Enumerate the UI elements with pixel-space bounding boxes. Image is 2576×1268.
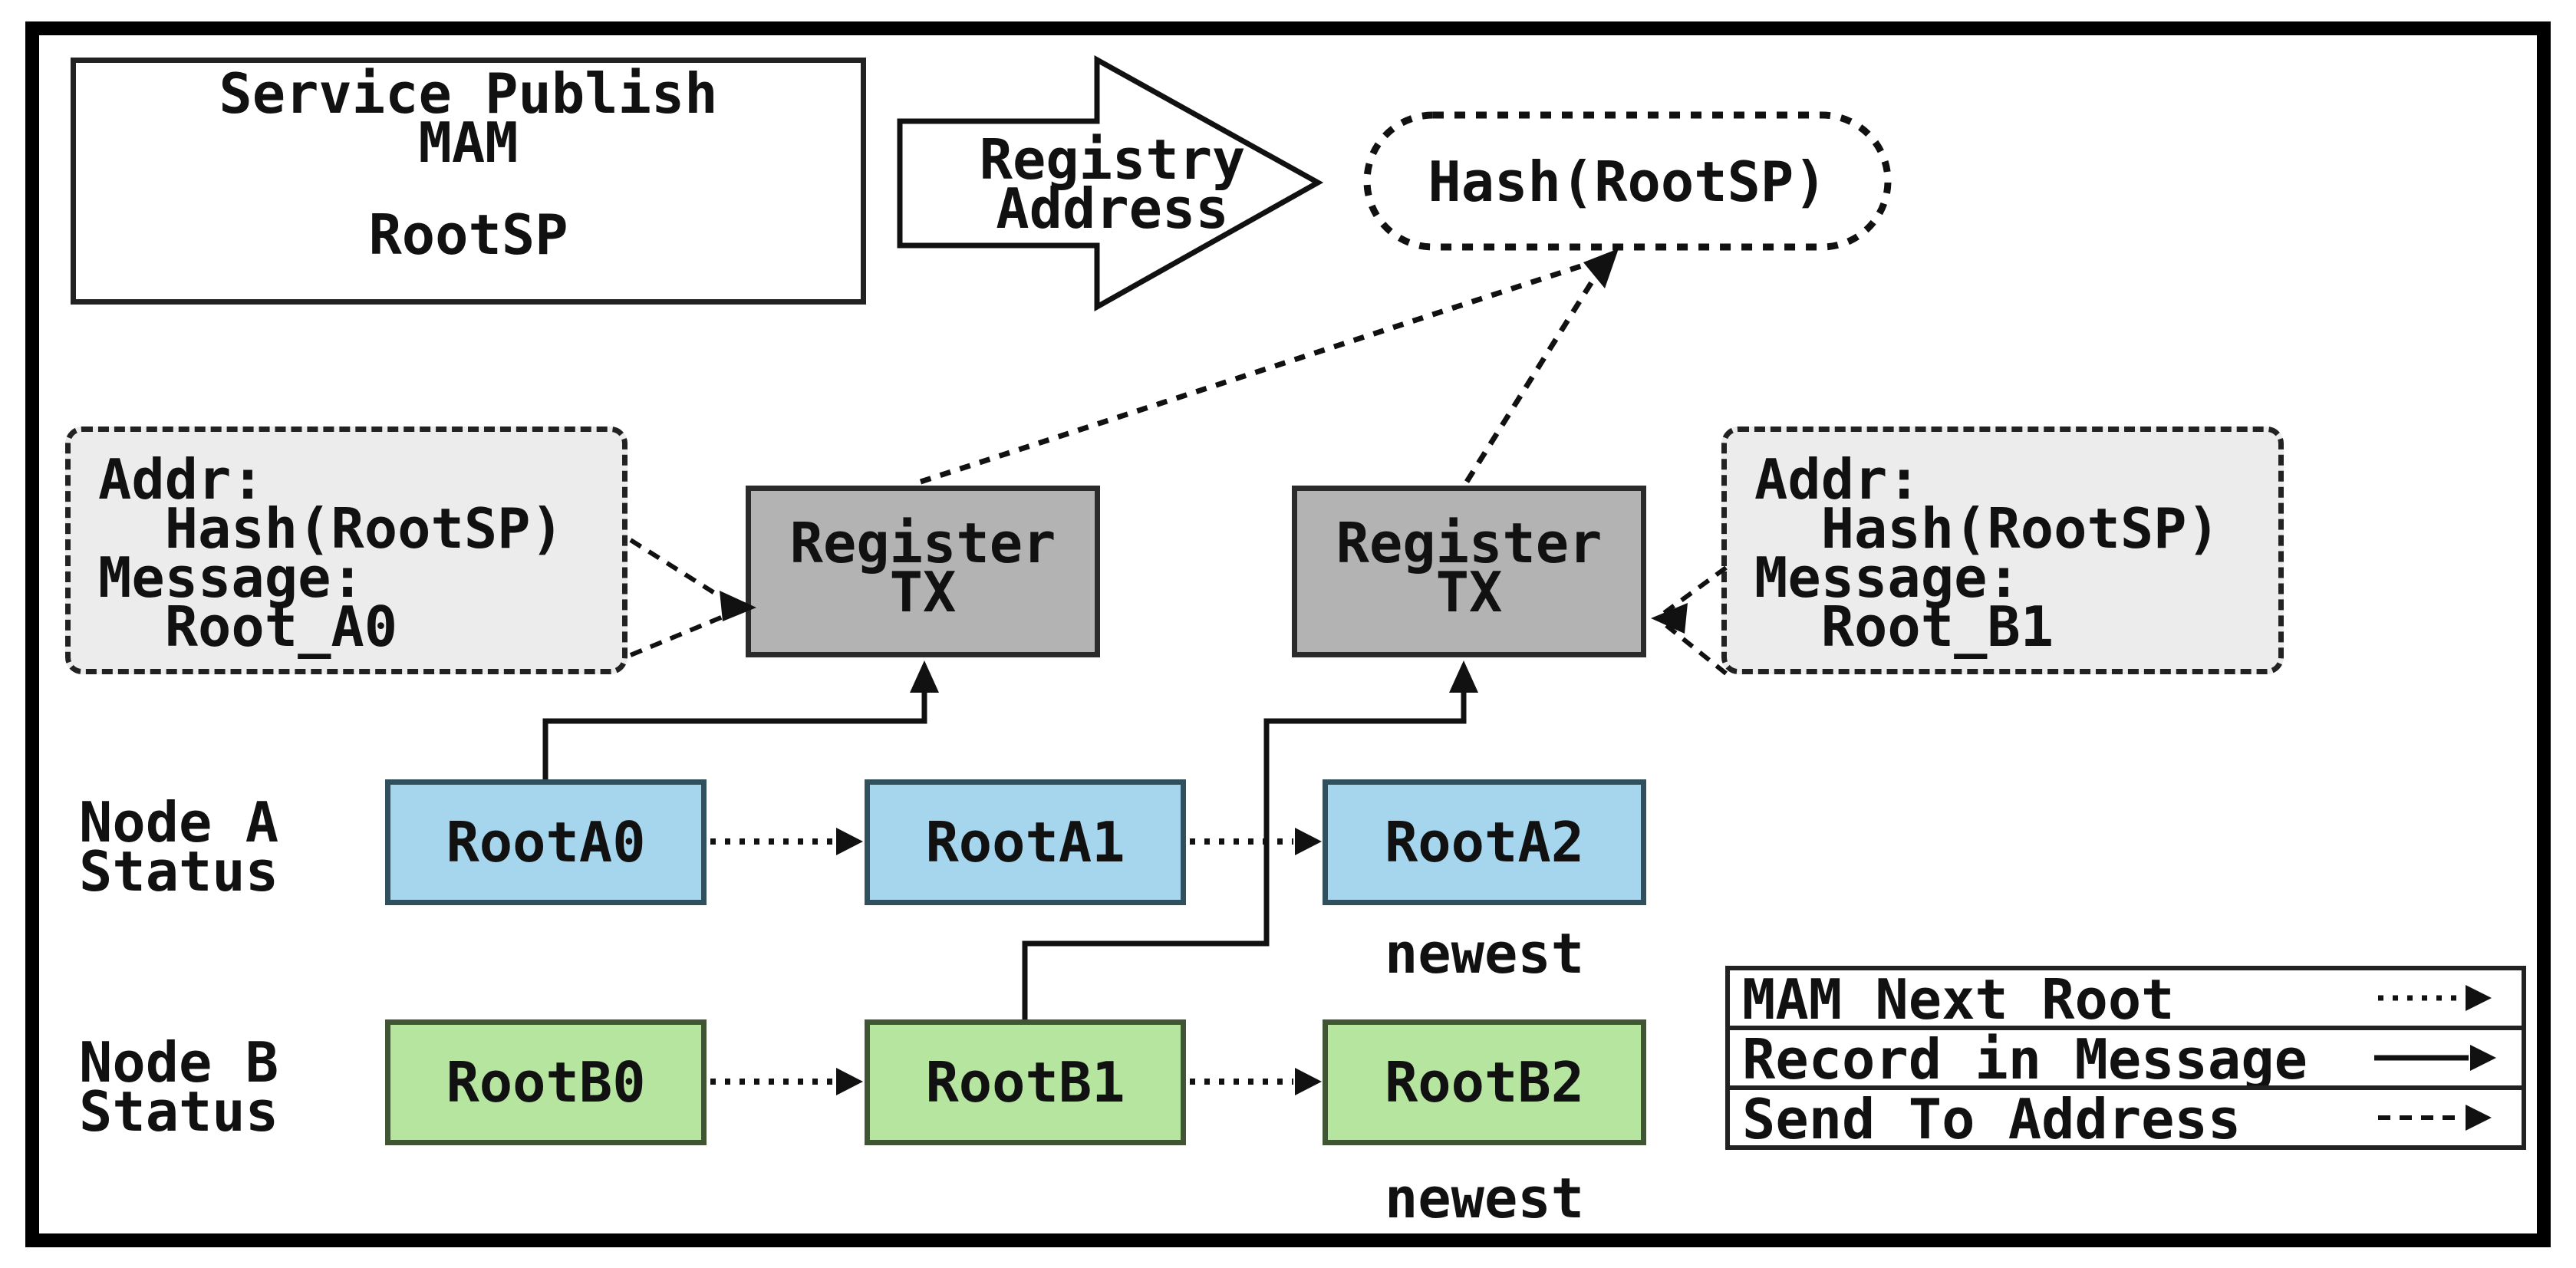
hash-ellipse-shape xyxy=(1363,111,1892,251)
service-publish-mam-label: MAM xyxy=(418,110,519,175)
info-box-root-a0: Addr: Hash(RootSP) Message: Root_A0 xyxy=(65,427,628,674)
record-arrow-rootb1-to-tx2 xyxy=(1022,660,1478,1019)
info-a-addr-label: Addr: xyxy=(98,447,265,512)
send-cone-infoa-to-tx1 xyxy=(629,538,756,657)
info-b-addr-label: Addr: xyxy=(1754,447,1921,512)
send-arrow-tx1-to-hash xyxy=(919,259,1594,485)
mam-next-root-arrow-b1-b2 xyxy=(1190,1068,1322,1095)
root-a1-label: RootA1 xyxy=(925,810,1125,874)
node-a-newest-label: newest xyxy=(1384,921,1585,986)
root-b1-box: RootB1 xyxy=(865,1019,1186,1145)
legend-dashed-arrow-sample xyxy=(2378,1105,2492,1131)
send-arrow-tx2-to-hash xyxy=(1464,267,1603,483)
info-b-hash-value: Hash(RootSP) xyxy=(1754,496,2220,561)
send-arrowhead-at-hash xyxy=(1583,249,1619,288)
legend-dotted-arrow-sample xyxy=(2378,985,2492,1011)
legend-row-mam-next-root: MAM Next Root xyxy=(1725,966,2526,1030)
root-a2-box: RootA2 xyxy=(1323,779,1646,905)
register-tx-1-label-line1: Register xyxy=(789,511,1056,575)
root-b0-label: RootB0 xyxy=(446,1050,646,1115)
info-a-hash-value: Hash(RootSP) xyxy=(98,496,564,561)
info-a-message-label: Message: xyxy=(98,545,364,610)
root-b2-box: RootB2 xyxy=(1323,1019,1646,1145)
info-box-root-b1: Addr: Hash(RootSP) Message: Root_B1 xyxy=(1721,427,2284,674)
register-tx-2-label-line2: TX xyxy=(1435,560,1503,624)
root-b0-box: RootB0 xyxy=(385,1019,707,1145)
service-publish-title: Service Publish xyxy=(219,61,718,126)
legend: MAM Next Root Record in Message Send To … xyxy=(1725,966,2526,1150)
service-publish-box: Service Publish MAM RootSP xyxy=(71,58,866,305)
legend-label-record-in-message: Record in Message xyxy=(1742,1027,2308,1092)
register-tx-box-1: Register TX xyxy=(746,486,1100,657)
registry-arrow-label-line1: Registry xyxy=(979,127,1246,192)
info-b-root-value: Root_B1 xyxy=(1754,594,2054,659)
mam-next-root-arrow-a0-a1 xyxy=(710,828,863,855)
register-tx-2-label-line1: Register xyxy=(1336,511,1603,575)
legend-label-send-to-address: Send To Address xyxy=(1742,1087,2242,1151)
registry-block-arrow-shape xyxy=(897,55,1324,311)
legend-label-mam-next-root: MAM Next Root xyxy=(1742,967,2175,1032)
node-b-label-line1: Node B xyxy=(79,1030,279,1095)
register-tx-box-2: Register TX xyxy=(1292,486,1646,657)
node-b-newest-label: newest xyxy=(1384,1166,1585,1230)
root-b2-label: RootB2 xyxy=(1384,1050,1585,1115)
legend-solid-arrow-sample xyxy=(2374,1045,2496,1071)
info-b-message-label: Message: xyxy=(1754,545,2021,610)
register-tx-1-label-line2: TX xyxy=(889,560,957,624)
root-a2-label: RootA2 xyxy=(1384,810,1585,874)
hash-rootsp-label: Hash(RootSP) xyxy=(1428,150,1827,214)
info-a-root-value: Root_A0 xyxy=(98,594,398,659)
record-arrow-roota0-to-tx1 xyxy=(542,660,939,779)
service-publish-rootsp-label: RootSP xyxy=(368,203,568,267)
legend-row-send-to-address: Send To Address xyxy=(1725,1085,2526,1150)
send-cone-infob-to-tx2 xyxy=(1651,565,1728,676)
registry-arrow-label-line2: Address xyxy=(996,176,1229,241)
root-a1-box: RootA1 xyxy=(865,779,1186,905)
mam-next-root-arrow-a1-a2 xyxy=(1190,828,1322,855)
mam-next-root-arrow-b0-b1 xyxy=(710,1068,863,1095)
root-a0-label: RootA0 xyxy=(446,810,646,874)
node-a-label-line2: Status xyxy=(79,839,279,904)
node-b-label-line2: Status xyxy=(79,1079,279,1144)
root-a0-box: RootA0 xyxy=(385,779,707,905)
root-b1-label: RootB1 xyxy=(925,1050,1125,1115)
node-a-label-line1: Node A xyxy=(79,790,279,855)
